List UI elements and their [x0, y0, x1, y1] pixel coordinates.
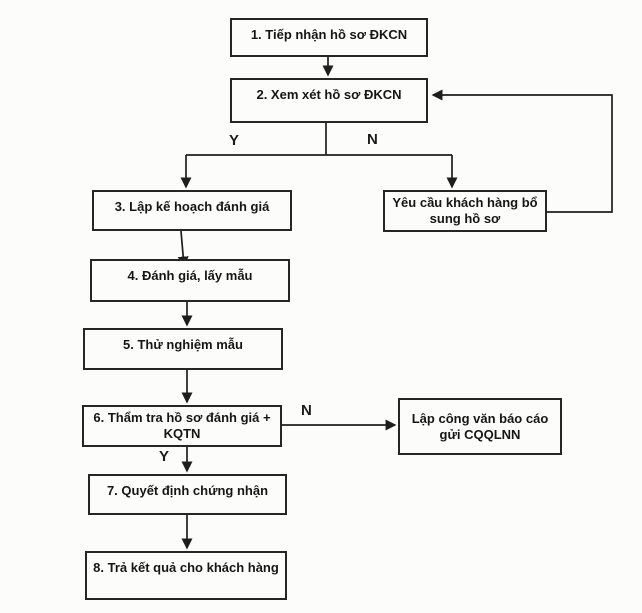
flow-step-2: 2. Xem xét hồ sơ ĐKCN — [230, 78, 428, 123]
branch-label-verify-no: N — [301, 402, 312, 419]
line-step2-split — [186, 123, 452, 156]
branch-label-review-no: N — [367, 131, 378, 148]
flow-step-4: 4. Đánh giá, lấy mẫu — [90, 259, 290, 302]
flow-step-4-label: 4. Đánh giá, lấy mẫu — [127, 268, 253, 283]
branch-node-request-supplement-label: Yêu cầu khách hàng bổ sung hồ sơ — [392, 195, 538, 226]
branch-node-report-authority: Lập công văn báo cáo gửi CQQLNN — [398, 398, 562, 455]
flow-step-2-label: 2. Xem xét hồ sơ ĐKCN — [256, 87, 402, 102]
flow-step-3-label: 3. Lập kế hoạch đánh giá — [114, 199, 270, 214]
flow-step-6: 6. Thẩm tra hồ sơ đánh giá + KQTN — [82, 405, 282, 447]
flow-step-3: 3. Lập kế hoạch đánh giá — [92, 190, 292, 231]
flow-step-5-label: 5. Thử nghiệm mẫu — [123, 337, 243, 352]
branch-node-report-authority-label: Lập công văn báo cáo gửi CQQLNN — [411, 410, 549, 442]
flow-step-5: 5. Thử nghiệm mẫu — [83, 328, 283, 370]
branch-label-review-yes: Y — [229, 132, 240, 149]
flow-step-8: 8. Trả kết quả cho khách hàng — [85, 551, 287, 600]
branch-node-request-supplement: Yêu cầu khách hàng bổ sung hồ sơ — [383, 190, 547, 232]
flow-step-6-label: 6. Thẩm tra hồ sơ đánh giá + KQTN — [93, 410, 271, 441]
flow-step-7-label: 7. Quyết định chứng nhận — [106, 483, 269, 498]
branch-label-verify-yes: Y — [159, 448, 170, 465]
flow-step-1-label: 1. Tiếp nhận hồ sơ ĐKCN — [250, 27, 408, 42]
flow-step-8-label: 8. Trả kết quả cho khách hàng — [93, 560, 279, 575]
flow-step-1: 1. Tiếp nhận hồ sơ ĐKCN — [230, 18, 428, 57]
flow-step-7: 7. Quyết định chứng nhận — [88, 474, 287, 515]
